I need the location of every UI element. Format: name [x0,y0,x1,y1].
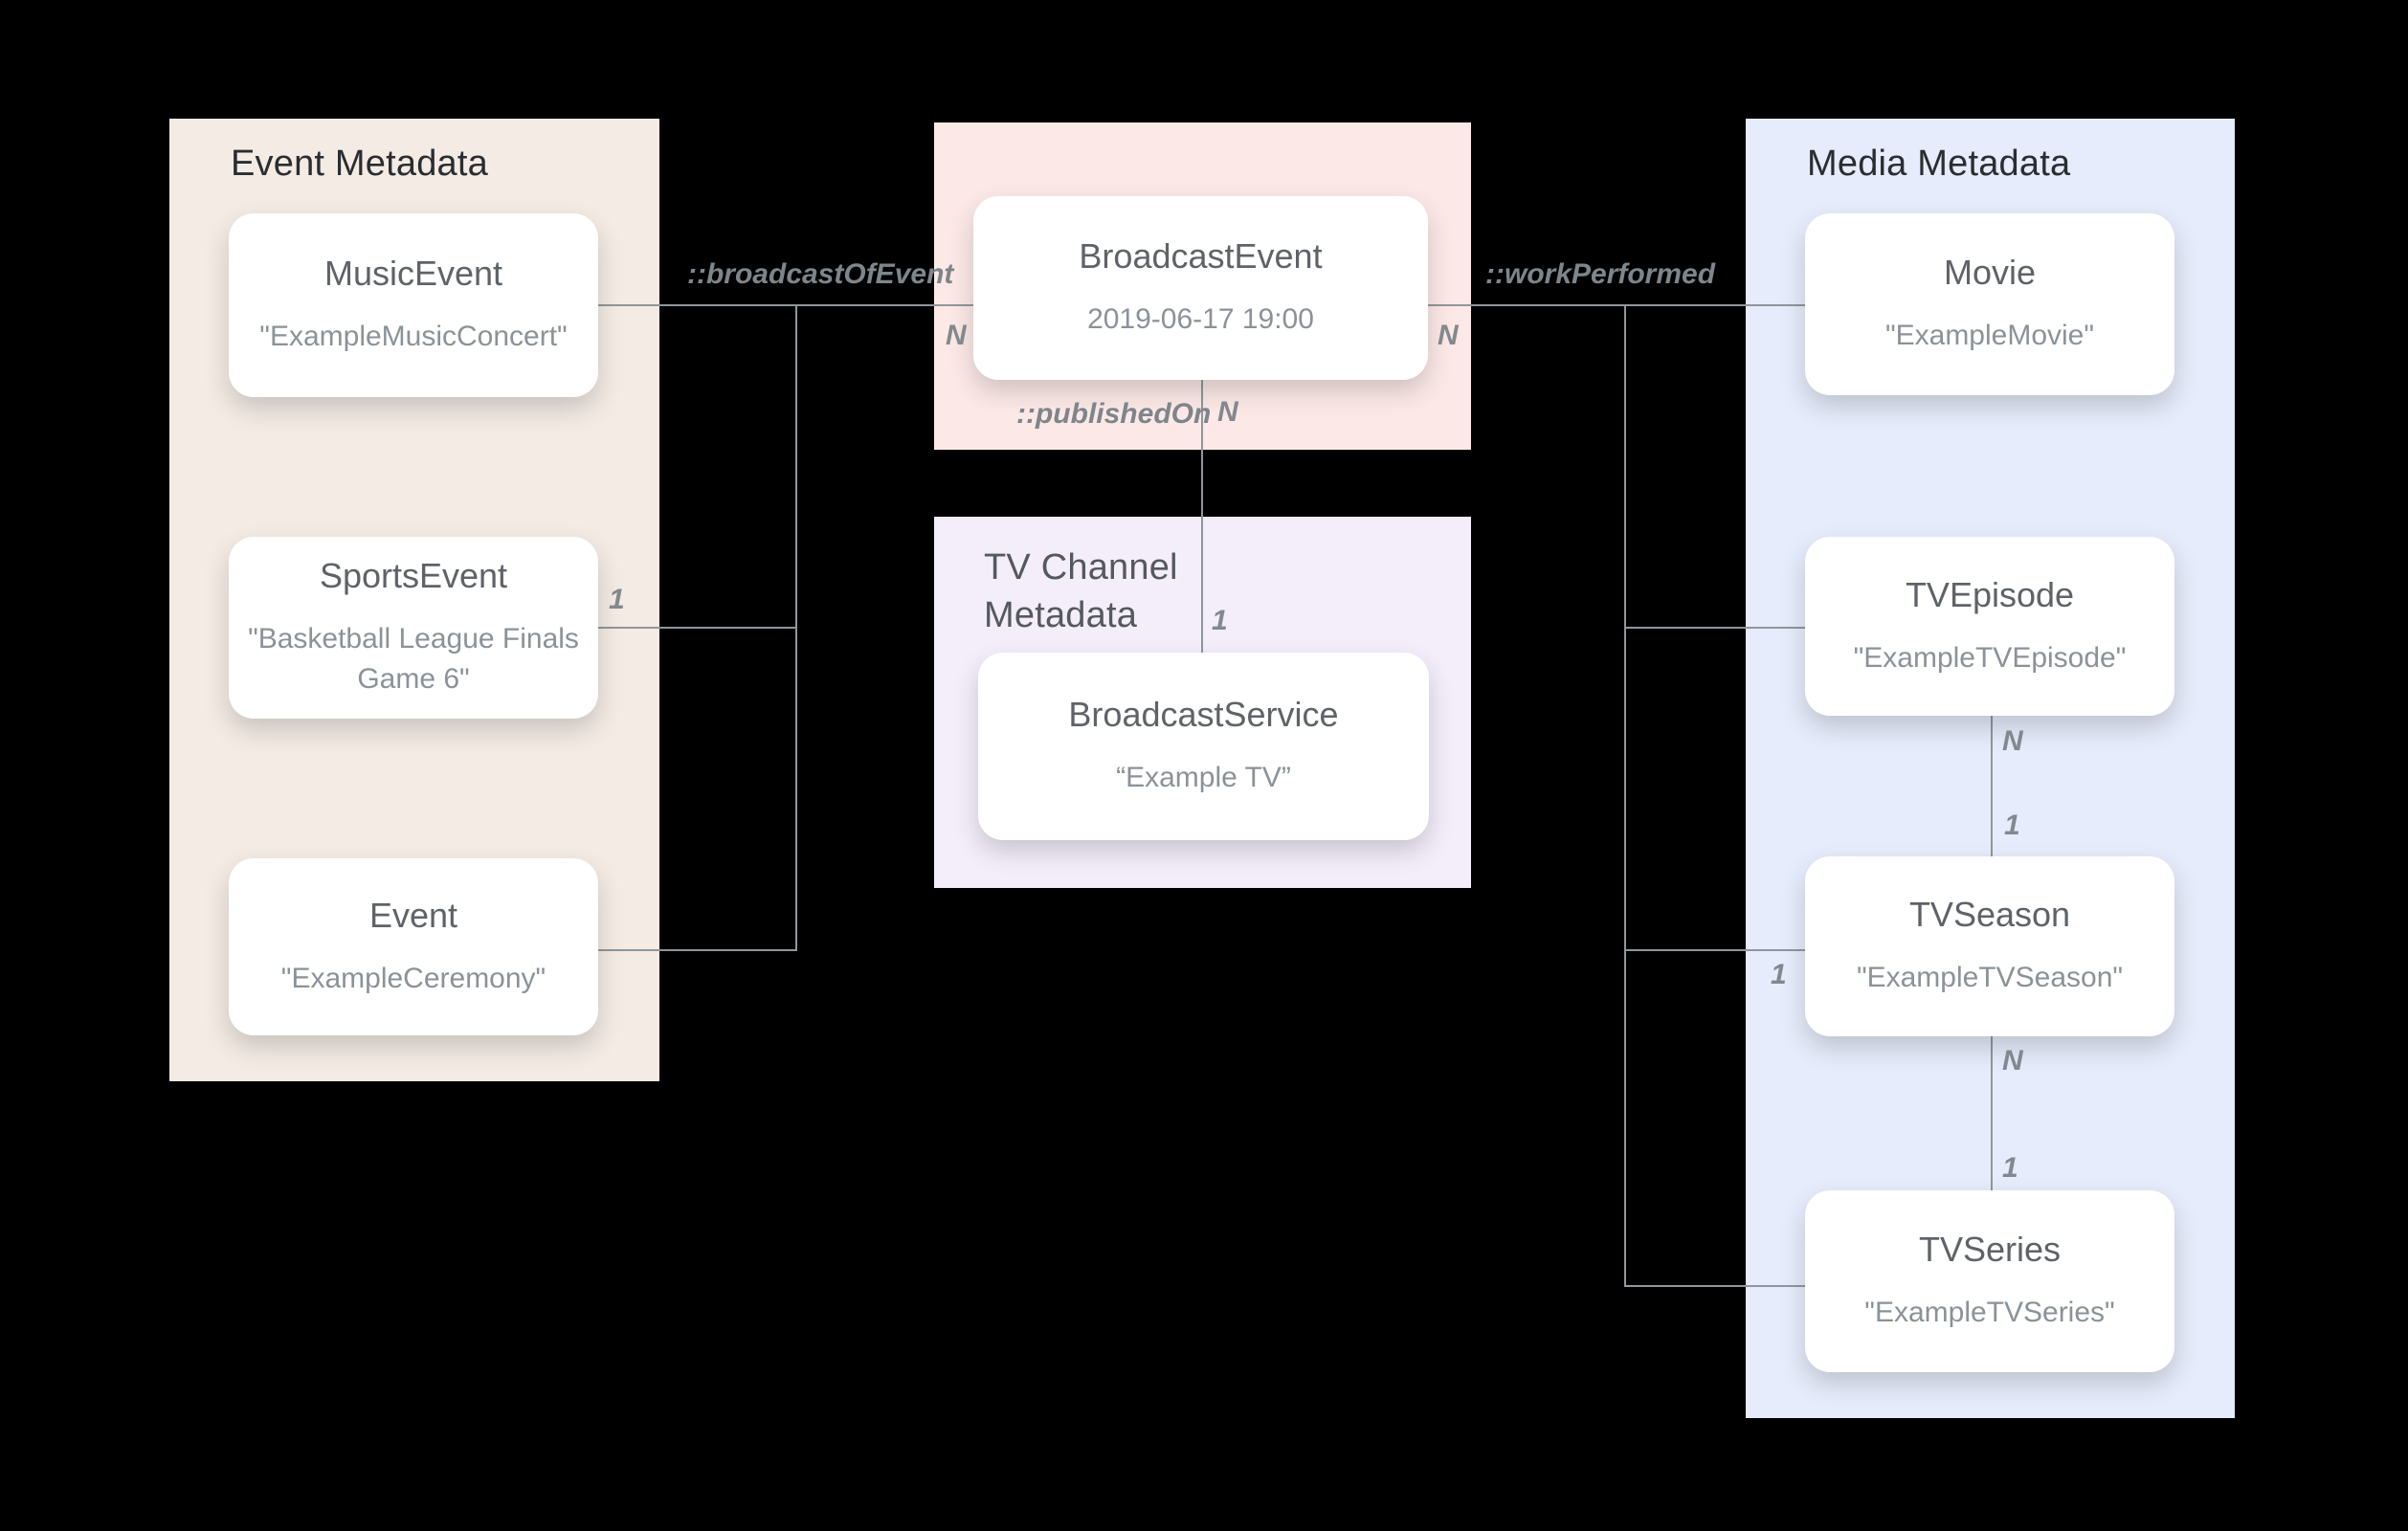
node-title: SportsEvent [319,556,508,595]
connector-tvseason-branch [1624,949,1807,951]
cardinality-broadcast-right-n: N [1438,320,1459,351]
broadcast-event-node: BroadcastEvent 2019-06-17 19:00 [973,196,1428,380]
cardinality-episode-season-one: 1 [2004,810,2020,841]
cardinality-broadcast-left-n: N [946,320,967,351]
cardinality-published-one: 1 [1212,605,1228,636]
node-value: "ExampleCeremony" [280,962,546,994]
node-value: "ExampleMusicConcert" [259,321,568,352]
work-performed-label: ::workPerformed [1485,258,1716,290]
connector-musicevent-broadcastevent [598,304,976,306]
node-value: "Basketball League Finals Game 6" [248,623,579,695]
node-title: Event [368,895,458,935]
node-value: "ExampleTVSeason" [1856,962,2124,993]
connector-sportsevent-branch [598,627,797,629]
movie-node: Movie "ExampleMovie" [1805,213,2174,395]
connector-tvseries-branch [1624,1285,1808,1287]
connector-left-vertical [795,304,797,951]
media-metadata-title: Media Metadata [1807,144,2071,184]
sports-event-node: SportsEvent "Basketball League Finals Ga… [229,537,598,719]
cardinality-season-one: 1 [1771,959,1787,990]
node-value: "ExampleTVEpisode" [1853,641,2127,674]
tv-season-node: TVSeason "ExampleTVSeason" [1805,856,2174,1036]
connector-tvepisode-branch [1624,627,1807,629]
cardinality-season-series-one: 1 [2002,1152,2018,1184]
node-value: "ExampleMovie" [1884,320,2095,351]
broadcast-of-event-label: ::broadcastOfEvent [687,258,954,290]
connector-tvseason-tvseries [1991,1035,1993,1192]
node-value: “Example TV” [1116,762,1291,793]
music-event-node: MusicEvent "ExampleMusicConcert" [229,213,598,397]
node-title: TVSeries [1918,1230,2062,1269]
node-title: TVSeason [1908,895,2071,934]
node-value: 2019-06-17 19:00 [1087,303,1314,335]
event-node: Event "ExampleCeremony" [229,858,598,1035]
event-metadata-title: Event Metadata [231,144,488,184]
cardinality-sports-one: 1 [609,584,625,615]
tv-channel-metadata-title: TV Channel Metadata [984,547,1178,636]
cardinality-published-n: N [1217,396,1238,428]
node-title: BroadcastService [1068,695,1339,734]
published-on-label: ::publishedOn [1016,398,1212,430]
cardinality-season-series-n: N [2002,1045,2023,1076]
broadcast-service-node: BroadcastService “Example TV” [978,653,1429,840]
node-title: Movie [1943,253,2037,292]
connector-publishedon-vertical [1201,379,1203,655]
connector-tvepisode-tvseason [1991,715,1993,858]
connector-event-branch [598,949,797,951]
tv-episode-node: TVEpisode "ExampleTVEpisode" [1805,537,2174,716]
node-title: BroadcastEvent [1079,236,1323,276]
cardinality-episode-season-n: N [2002,725,2023,757]
tv-series-node: TVSeries "ExampleTVSeries" [1805,1190,2174,1372]
node-value: "ExampleTVSeries" [1864,1297,2115,1328]
node-title: MusicEvent [323,254,503,293]
connector-right-vertical [1624,304,1626,1287]
connector-broadcastevent-movie [1428,304,1807,306]
node-title: TVEpisode [1905,574,2075,614]
